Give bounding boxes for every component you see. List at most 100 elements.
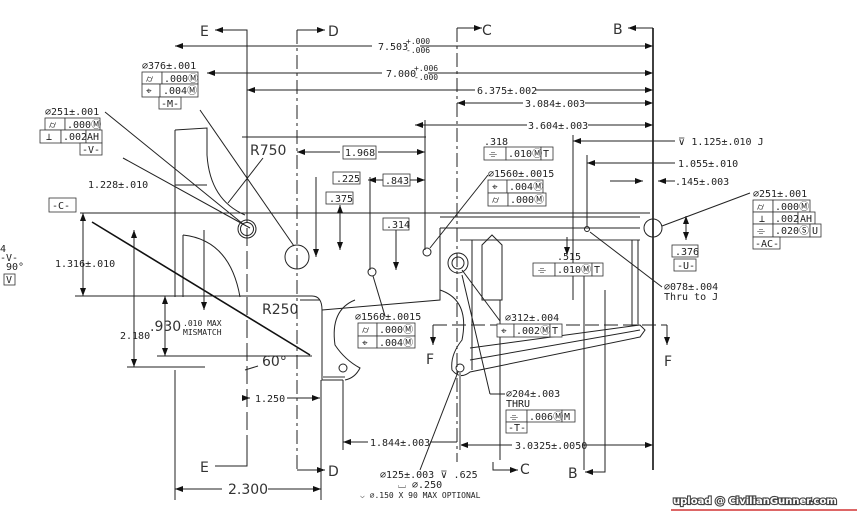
dim-1125: ⊽ 1.125±.010 J xyxy=(678,137,764,148)
mismatch-line1: .010 MAX xyxy=(183,319,222,328)
datum-ref: T xyxy=(552,326,558,337)
hole-078-note: Thru to J xyxy=(664,292,718,303)
tolerance-value: .002 xyxy=(63,132,87,143)
tolerance-value: .000Ⓜ xyxy=(379,324,413,336)
tolerance-value: .010Ⓜ xyxy=(508,148,542,160)
perpendicularity-icon: ⊥ xyxy=(759,214,765,225)
tolerance-value: .002Ⓜ xyxy=(516,325,550,337)
section-label-d-top: D xyxy=(328,24,339,40)
hole-251-left-size: ⌀251±.001 xyxy=(45,107,99,118)
datum-t: -T- xyxy=(508,423,526,434)
hole-125-line3: ⌵ ⌀.150 X 90 MAX OPTIONAL xyxy=(360,491,481,500)
dimension-texts: 7.503 +.000 -.006 7.000 +.006 -.000 6.37… xyxy=(55,37,764,498)
dim-30325: 3.0325±.0050 xyxy=(515,441,587,452)
tolerance-value: .004Ⓜ xyxy=(163,85,197,97)
fcf-251-right: ⌀251±.001 ⌭ .000Ⓜ ⊥ .002 AH ⌯ .020Ⓢ U -A… xyxy=(673,189,822,272)
tolerance-value: .000Ⓜ xyxy=(775,201,809,213)
dim-7000-plus: +.006 xyxy=(414,64,438,73)
tolerance-value: .000Ⓜ xyxy=(510,194,544,206)
part-outline xyxy=(75,127,650,470)
tolerance-value: .006Ⓜ xyxy=(529,411,563,423)
tolerance-value: .020Ⓢ xyxy=(775,225,809,237)
position-icon: ⌖ xyxy=(501,326,507,337)
hole-251-left xyxy=(237,219,257,239)
hole-125-line1: ⌀125±.003 ⊽ .625 xyxy=(380,470,478,481)
dim-1844: 1.844±.003 xyxy=(370,438,430,449)
dim-1316: 1.316±.010 xyxy=(55,259,115,270)
hole-1560-low xyxy=(338,363,348,373)
symmetry-icon: ⌯ xyxy=(489,149,497,160)
dim-1250: 1.250 xyxy=(255,394,285,405)
datum-ref: AH xyxy=(800,214,812,225)
watermark: upload @ CivilianGunner.com xyxy=(671,495,857,511)
dim-7000: 7.000 xyxy=(386,69,416,80)
edge-datum-ref: V xyxy=(6,275,12,286)
datum-v: -V- xyxy=(82,145,100,156)
tolerance-value: .002 xyxy=(775,214,799,225)
watermark-text: upload @ CivilianGunner.com xyxy=(673,496,837,507)
section-label-b-bottom: B xyxy=(568,466,578,482)
datum-ref: T xyxy=(594,265,600,276)
section-label-c-top: C xyxy=(482,23,492,39)
dim-7000-minus: -.000 xyxy=(414,73,438,82)
perpendicularity-icon: ⊥ xyxy=(46,132,52,143)
hole-312 xyxy=(447,252,469,274)
hole-125 xyxy=(455,363,465,373)
dim-843: .843 xyxy=(385,176,409,187)
dim-3084: 3.084±.003 xyxy=(525,99,585,110)
fcf-515: ⌯ .010Ⓜ T xyxy=(532,262,604,277)
datum-u: -U- xyxy=(677,261,695,272)
hole-078 xyxy=(584,226,590,232)
hole-078-size: ⌀078±.004 xyxy=(664,282,718,293)
dim-376: .376 xyxy=(675,247,699,258)
datums: -C- xyxy=(48,197,77,213)
dim-314: .314 xyxy=(386,220,410,231)
dim-1228: 1.228±.010 xyxy=(88,180,148,191)
fcf-1560-low: ⌀1560±.0015 ⌭ .000Ⓜ ⌖ .004Ⓜ xyxy=(355,312,421,349)
dim-145: .145±.003 xyxy=(675,177,729,188)
dim-2180: 2.180 xyxy=(120,331,150,342)
note-078: ⌀078±.004 Thru to J xyxy=(664,282,718,303)
flatness-icon: ⌭ xyxy=(757,202,765,213)
hole-1560-top xyxy=(422,247,432,257)
tolerance-value: .000Ⓜ xyxy=(67,119,101,131)
dim-1055: 1.055±.010 xyxy=(678,159,738,170)
flatness-icon: ⌭ xyxy=(362,325,370,336)
hole-376 xyxy=(284,244,310,270)
section-lines: E E D D C C B B F F xyxy=(200,22,672,482)
position-icon: ⌖ xyxy=(146,86,152,97)
dim-515: .515 xyxy=(557,252,581,263)
holes xyxy=(237,218,663,373)
symmetry-icon: ⌯ xyxy=(757,226,765,237)
dimension-lines xyxy=(80,43,751,500)
hole-251-right xyxy=(643,218,663,238)
radius-750: R750 xyxy=(250,143,286,159)
hole-1560-low-size: ⌀1560±.0015 xyxy=(355,312,421,323)
hole-204-size: ⌀204±.003 xyxy=(506,389,560,400)
tolerance-value: .010Ⓜ xyxy=(557,264,591,276)
hole-pin xyxy=(367,267,377,277)
note-125: ⌀125±.003 ⊽ .625 ⌴ ⌀.250 ⌵ ⌀.150 X 90 MA… xyxy=(360,470,481,500)
fcf-1560-top: ⌀1560±.0015 ⌖ .004Ⓜ ⌭ .000Ⓜ xyxy=(487,169,554,207)
symmetry-icon: ⌯ xyxy=(510,412,518,423)
flatness-icon: ⌭ xyxy=(146,74,154,85)
dim-1968: 1.968 xyxy=(345,148,375,159)
edge-angle: 90° xyxy=(6,262,24,273)
datum-m: -M- xyxy=(161,99,179,110)
symmetry-icon: ⌯ xyxy=(538,265,546,276)
section-label-e-bottom: E xyxy=(200,460,209,476)
fcf-312: ⌀312±.004 ⌖ .002Ⓜ T xyxy=(496,313,563,338)
fcf-204: ⌀204±.003 THRU ⌯ .006Ⓜ M -T- xyxy=(505,389,576,434)
dim-375: .375 xyxy=(329,194,353,205)
dim-930: .930 xyxy=(150,319,181,335)
edge-datum: -V- xyxy=(0,253,18,264)
dim-6375: 6.375±.002 xyxy=(477,86,537,97)
dim-318: .318 xyxy=(484,137,508,148)
hole-312-size: ⌀312±.004 xyxy=(505,313,559,324)
dim-225: .225 xyxy=(336,174,360,185)
datum-c: -C- xyxy=(52,201,70,212)
dim-7503-minus: -.006 xyxy=(406,46,430,55)
flatness-icon: ⌭ xyxy=(49,120,57,131)
